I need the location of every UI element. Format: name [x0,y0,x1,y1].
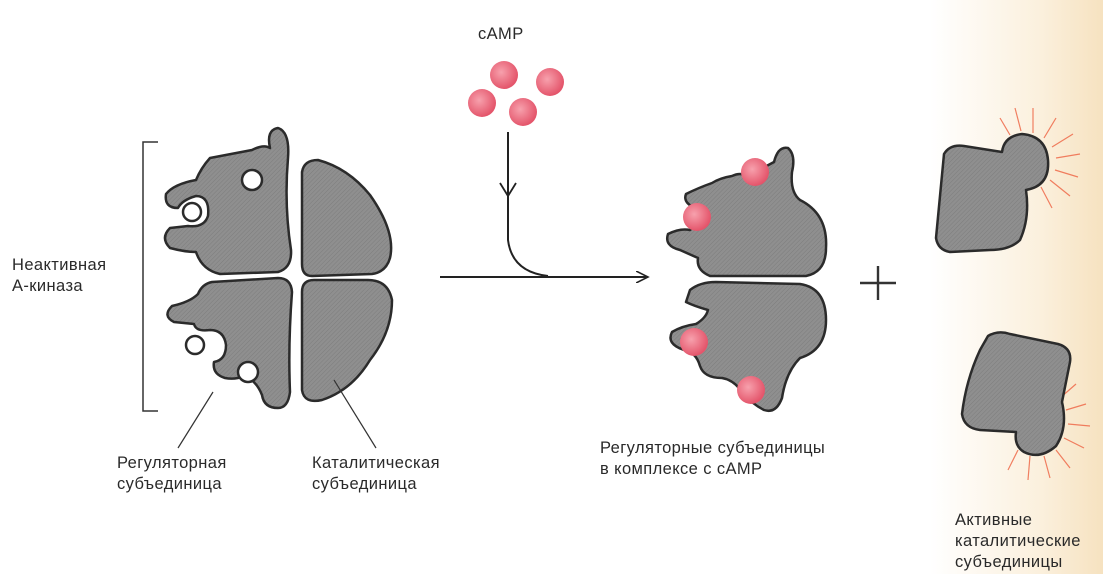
regulatory-subunit-top [165,128,291,274]
catalytic-subunit-label-line-2: субъединица [312,474,440,495]
regulatory-subunit-label: Регуляторная субъединица [117,453,227,495]
catalytic-subunit-label: Каталитическая субъединица [312,453,440,495]
regulatory-subunit-label-line-2: субъединица [117,474,227,495]
regulatory-top-pocket-upper [242,170,262,190]
inactive-kinase-label-line-1: Неактивная [12,255,106,276]
catalytic-callout-line [334,380,376,448]
bound-camp-1 [741,158,769,186]
camp-molecule-3 [468,89,496,117]
active-catalytic-subunit-top [936,134,1048,252]
camp-label-text: cAMP [478,24,524,45]
camp-binding-arrow [508,132,548,276]
plus-sign [860,266,896,300]
active-catalytic-subunit-bottom [962,332,1070,455]
camp-molecule-1 [490,61,518,89]
regulatory-complex-label-line-2: в комплексе с сАМР [600,459,825,480]
regulatory-complex-label-line-1: Регуляторные субъединицы [600,438,825,459]
active-catalytic-label-line-3: субъединицы [955,552,1081,573]
regulatory-top-pocket-lower [183,203,201,221]
bound-camp-2 [683,203,711,231]
camp-label: cAMP [478,24,524,45]
camp-molecule-4 [509,98,537,126]
regulatory-bottom-pocket-lower [238,362,258,382]
active-catalytic-label-line-2: каталитические [955,531,1081,552]
active-catalytic-label: Активные каталитические субъединицы [955,510,1081,573]
catalytic-subunit-label-line-1: Каталитическая [312,453,440,474]
catalytic-subunit-top [302,160,391,276]
inactive-kinase-label: Неактивная А-киназа [12,255,106,297]
regulatory-complex-label: Регуляторные субъединицы в комплексе с с… [600,438,825,480]
bound-camp-4 [737,376,765,404]
camp-molecule-2 [536,68,564,96]
inactive-kinase-bracket [143,142,158,411]
regulatory-callout-line [178,392,213,448]
regulatory-subunit-label-line-1: Регуляторная [117,453,227,474]
bound-camp-3 [680,328,708,356]
inactive-kinase-label-line-2: А-киназа [12,276,106,297]
catalytic-subunit-bottom [302,280,392,401]
regulatory-bottom-pocket-upper [186,336,204,354]
active-catalytic-label-line-1: Активные [955,510,1081,531]
